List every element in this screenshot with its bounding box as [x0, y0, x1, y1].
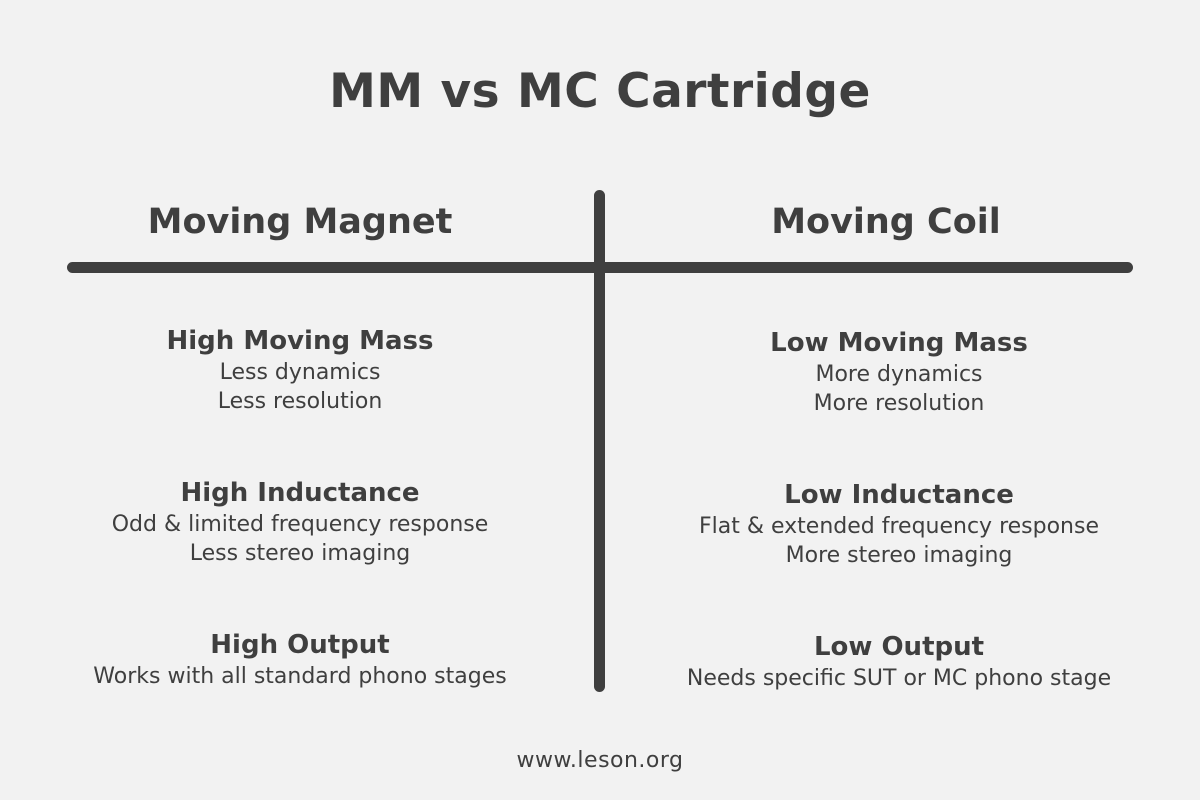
- mm-inductance-line-2: Less stereo imaging: [189, 541, 411, 566]
- mm-inductance-title: High Inductance: [180, 478, 420, 508]
- mc-inductance-line-2: More stereo imaging: [785, 543, 1013, 568]
- mm-moving-mass-line-2: Less resolution: [217, 389, 383, 414]
- mm-moving-mass-block: High Moving Mass Less dynamics Less reso…: [40, 324, 560, 416]
- site-url: www.leson.org: [516, 748, 684, 773]
- mc-output-line-1: Needs specific SUT or MC phono stage: [686, 666, 1112, 691]
- mc-inductance-title: Low Inductance: [784, 480, 1014, 510]
- mm-output-block: High Output Works with all standard phon…: [40, 628, 560, 691]
- vertical-divider: [594, 190, 605, 692]
- mc-output-block: Low Output Needs specific SUT or MC phon…: [639, 630, 1159, 693]
- mm-inductance-block: High Inductance Odd & limited frequency …: [40, 476, 560, 568]
- mc-moving-mass-line-2: More resolution: [813, 391, 985, 416]
- mc-inductance-block: Low Inductance Flat & extended frequency…: [639, 478, 1159, 570]
- mm-output-title: High Output: [210, 630, 390, 660]
- mm-output-line-1: Works with all standard phono stages: [93, 664, 507, 689]
- mm-moving-mass-title: High Moving Mass: [166, 326, 434, 356]
- mc-moving-mass-title: Low Moving Mass: [770, 328, 1028, 358]
- moving-magnet-heading: Moving Magnet: [147, 202, 453, 242]
- mm-inductance-line-1: Odd & limited frequency response: [111, 512, 489, 537]
- mc-inductance-line-1: Flat & extended frequency response: [698, 514, 1099, 539]
- mc-moving-mass-block: Low Moving Mass More dynamics More resol…: [639, 326, 1159, 418]
- moving-coil-heading: Moving Coil: [771, 202, 1001, 242]
- page-title: MM vs MC Cartridge: [329, 64, 871, 119]
- mc-output-title: Low Output: [813, 632, 985, 662]
- mm-moving-mass-line-1: Less dynamics: [219, 360, 381, 385]
- moving-magnet-column: High Moving Mass Less dynamics Less reso…: [40, 324, 560, 691]
- moving-coil-column: Low Moving Mass More dynamics More resol…: [639, 326, 1159, 693]
- mc-moving-mass-line-1: More dynamics: [815, 362, 983, 387]
